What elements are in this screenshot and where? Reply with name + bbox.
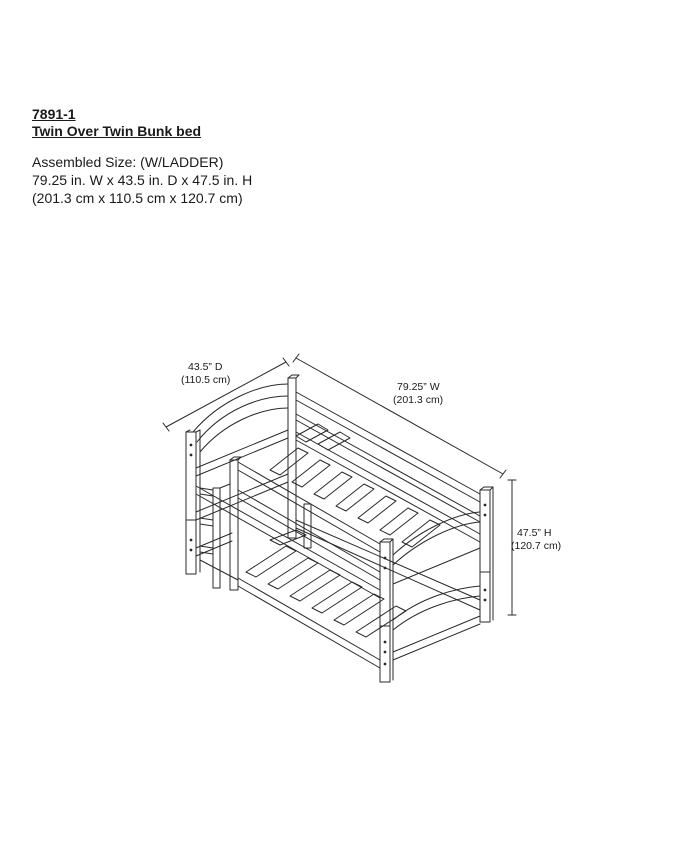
back-side-rails [295,391,481,601]
width-label-imperial: 79.25” W [397,381,440,393]
lower-slats [245,529,407,638]
front-right-post [379,538,394,683]
lower-bed-frame [199,527,481,669]
back-left-post [287,374,300,539]
model-number: 7891-1 [32,106,76,122]
back-headboard-lower [195,473,289,557]
depth-dimension-line [162,357,290,432]
width-dimension-line [292,353,507,479]
front-footboard-lower [392,585,481,661]
back-right-post [479,486,494,623]
assembled-size-block: Assembled Size: (W/LADDER) 79.25 in. W x… [32,153,252,207]
product-header: 7891-1 Twin Over Twin Bunk bed [32,106,201,140]
height-label-metric: (120.7 cm) [511,540,561,552]
height-label-imperial: 47.5” H [517,527,551,539]
depth-label-imperial: 43.5” D [188,361,223,373]
back-headboard-upper [192,383,289,477]
ladder [199,483,231,589]
size-metric: (201.3 cm x 110.5 cm x 120.7 cm) [32,190,243,206]
size-imperial: 79.25 in. W x 43.5 in. D x 47.5 in. H [32,172,253,188]
depth-label-metric: (110.5 cm) [181,374,230,386]
product-name: Twin Over Twin Bunk bed [32,123,202,139]
upper-slats [269,423,441,548]
width-label-metric: (201.3 cm) [393,394,443,406]
assembled-size-heading: Assembled Size: (W/LADDER) [32,154,224,170]
front-left-post [185,429,201,575]
height-dimension-line [507,479,517,616]
upper-guard-rail [229,456,381,591]
